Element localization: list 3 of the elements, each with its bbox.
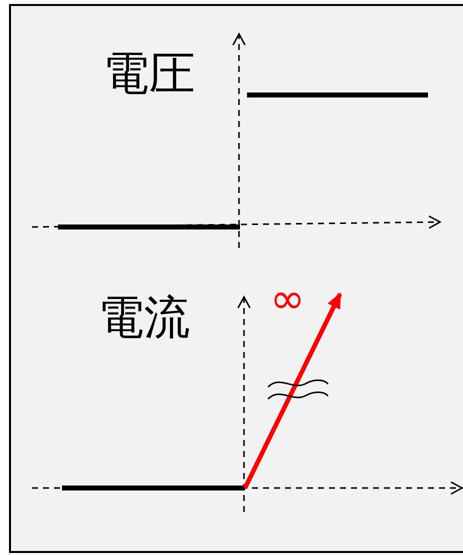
axis-title: 電圧: [103, 50, 195, 96]
axis-title: 電流: [98, 294, 190, 340]
infinity-symbol: ∞: [270, 278, 305, 320]
